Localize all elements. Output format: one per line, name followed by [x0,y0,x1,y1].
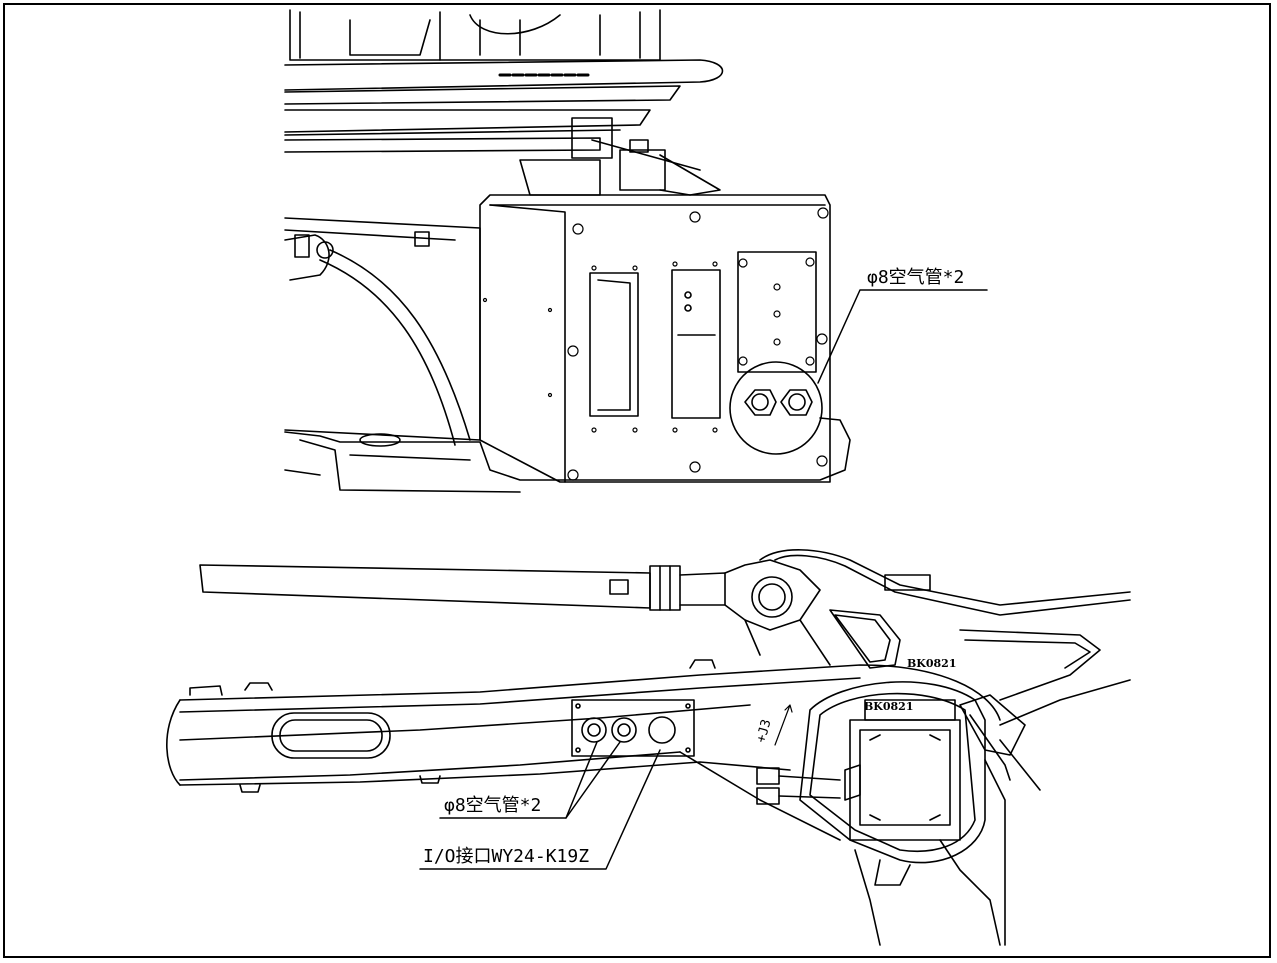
label-io-interface: I/O接口WY24-K19Z [423,846,590,867]
upper-frame [759,549,1131,726]
j3-arrow [774,704,793,746]
io-panel [571,699,695,757]
bottom-leaders [419,741,661,870]
motor-mark-1: BK0821 [907,657,957,670]
base-assembly [284,9,851,493]
j3-motor [756,681,1041,946]
label-air-tube-bottom: φ8空气管*2 [444,795,542,816]
leader-top [817,289,988,384]
lower-arm [166,659,1001,841]
junction-box [479,194,831,483]
box-screws [482,207,829,481]
motor-mark-2: BK0821 [864,700,914,713]
forearm-link [199,559,831,666]
label-air-tube-top: φ8空气管*2 [867,267,965,288]
air-fitting-top [744,389,813,416]
